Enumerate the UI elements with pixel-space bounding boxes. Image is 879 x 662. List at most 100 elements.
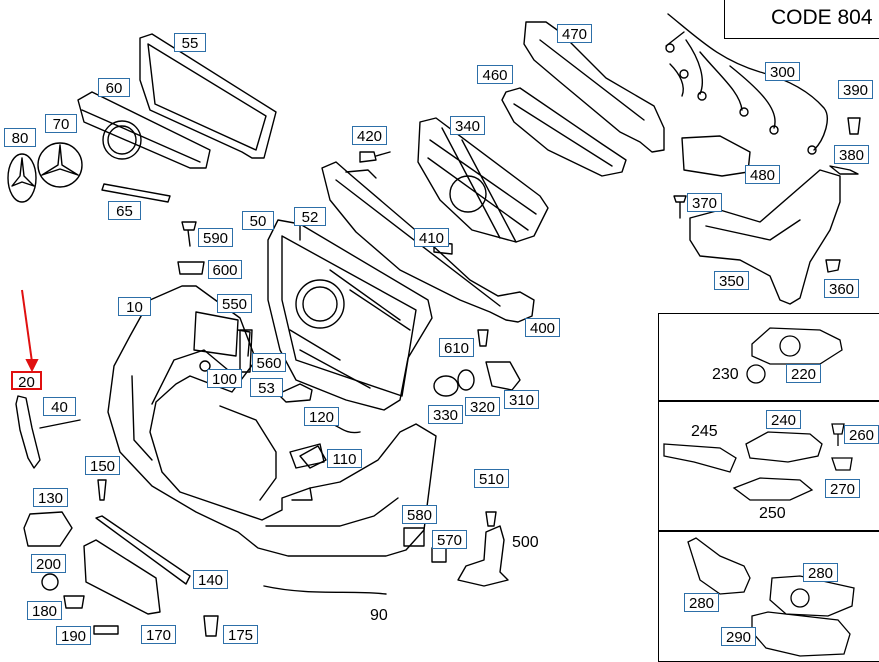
callout-55[interactable]: 55 — [174, 33, 206, 52]
callout-600[interactable]: 600 — [208, 260, 242, 279]
part-330-sensor — [433, 375, 459, 397]
callout-300[interactable]: 300 — [765, 62, 800, 81]
part-55-grille-frame — [139, 33, 277, 159]
part-60-grille — [77, 91, 211, 169]
callout-40[interactable]: 40 — [43, 397, 76, 416]
part-570-bolt — [431, 547, 447, 563]
callout-70[interactable]: 70 — [45, 114, 77, 133]
part-340-grille-insert — [417, 117, 549, 243]
callout-570[interactable]: 570 — [432, 530, 467, 549]
callout-390[interactable]: 390 — [838, 80, 873, 99]
callout-510[interactable]: 510 — [474, 469, 509, 488]
part-500-bracket — [457, 525, 509, 587]
callout-240[interactable]: 240 — [766, 410, 801, 429]
callout-410[interactable]: 410 — [414, 228, 449, 247]
part-590-screw — [181, 221, 197, 247]
callout-280-grille[interactable]: 280 — [803, 563, 838, 582]
callout-175[interactable]: 175 — [223, 625, 258, 644]
part-220-fog-surround — [751, 327, 843, 365]
callout-590[interactable]: 590 — [198, 228, 233, 247]
part-130-bracket — [23, 511, 73, 547]
part-110-cap — [299, 445, 327, 469]
callout-110[interactable]: 110 — [327, 449, 362, 468]
part-300-wiring-harness — [667, 13, 828, 151]
part-550-module — [193, 311, 239, 357]
callout-580[interactable]: 580 — [402, 505, 437, 524]
callout-53[interactable]: 53 — [250, 378, 283, 397]
part-390-plug — [847, 117, 861, 135]
part-600-clip — [177, 261, 205, 275]
callout-370[interactable]: 370 — [687, 193, 722, 212]
part-150-bolt — [97, 479, 107, 501]
callout-120[interactable]: 120 — [304, 407, 339, 426]
part-380-strip — [829, 165, 859, 175]
callout-400[interactable]: 400 — [525, 318, 560, 337]
part-230-ring — [746, 364, 766, 384]
part-65-trim-strip — [101, 183, 171, 203]
part-480-module — [681, 135, 751, 177]
part-240-grille — [745, 431, 823, 463]
part-560-bracket — [239, 329, 253, 373]
callout-190[interactable]: 190 — [56, 626, 91, 645]
part-40-screw — [39, 419, 81, 429]
label-245: 245 — [691, 423, 718, 440]
callout-480[interactable]: 480 — [745, 165, 780, 184]
callout-330[interactable]: 330 — [428, 405, 463, 424]
part-100-clip — [199, 360, 211, 372]
part-400-carrier — [321, 161, 535, 323]
part-20-side-trim — [15, 395, 41, 469]
callout-65[interactable]: 65 — [108, 201, 141, 220]
callout-380[interactable]: 380 — [834, 145, 869, 164]
part-80-emblem-ring — [7, 153, 37, 203]
callout-340[interactable]: 340 — [450, 116, 485, 135]
part-90-strip — [263, 585, 387, 595]
part-140-strip — [95, 515, 191, 585]
callout-350[interactable]: 350 — [714, 271, 749, 290]
part-53-cover — [277, 383, 313, 403]
part-245-strip — [663, 443, 737, 473]
callout-20[interactable]: 20 — [11, 371, 42, 391]
code-box: CODE 804 — [724, 0, 879, 39]
part-175-plug — [203, 615, 219, 637]
callout-52[interactable]: 52 — [294, 207, 326, 226]
callout-560[interactable]: 560 — [252, 353, 286, 372]
callout-420[interactable]: 420 — [352, 126, 387, 145]
part-350-bracket — [689, 169, 841, 305]
callout-290[interactable]: 290 — [721, 627, 756, 646]
part-270-clip — [831, 457, 853, 471]
part-190-screw — [93, 625, 119, 635]
callout-460[interactable]: 460 — [477, 65, 513, 84]
callout-280-cover[interactable]: 280 — [684, 593, 719, 612]
callout-360[interactable]: 360 — [824, 279, 859, 298]
callout-470[interactable]: 470 — [557, 24, 592, 43]
callout-130[interactable]: 130 — [33, 488, 68, 507]
callout-150[interactable]: 150 — [85, 456, 120, 475]
callout-310[interactable]: 310 — [504, 390, 539, 409]
callout-200[interactable]: 200 — [31, 554, 66, 573]
part-170-plate — [83, 539, 161, 615]
panel-fog-surround — [658, 313, 879, 402]
callout-100[interactable]: 100 — [207, 369, 242, 388]
callout-50[interactable]: 50 — [242, 211, 274, 230]
callout-80[interactable]: 80 — [4, 128, 36, 147]
part-10-bumper — [107, 285, 437, 557]
part-460-absorber — [501, 87, 627, 177]
callout-60[interactable]: 60 — [98, 78, 130, 97]
callout-220[interactable]: 220 — [786, 364, 821, 383]
callout-320[interactable]: 320 — [465, 397, 500, 416]
callout-180[interactable]: 180 — [27, 601, 62, 620]
callout-170[interactable]: 170 — [141, 625, 176, 644]
part-70-star-emblem — [37, 142, 83, 188]
part-470-beam — [523, 21, 665, 153]
callout-140[interactable]: 140 — [193, 570, 228, 589]
part-420-bolt — [359, 151, 391, 163]
highlight-arrow — [21, 289, 39, 373]
part-180-clip — [63, 595, 85, 609]
callout-10[interactable]: 10 — [118, 297, 151, 316]
callout-550[interactable]: 550 — [217, 294, 252, 313]
callout-610[interactable]: 610 — [439, 338, 474, 357]
callout-260[interactable]: 260 — [844, 425, 879, 444]
callout-270[interactable]: 270 — [825, 479, 860, 498]
part-320-ring — [457, 369, 475, 391]
